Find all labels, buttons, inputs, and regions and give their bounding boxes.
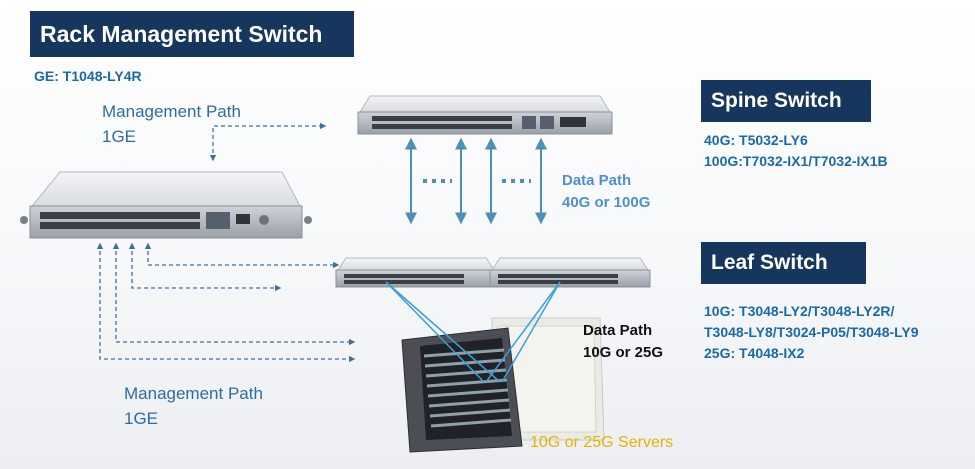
server-rack-front xyxy=(401,327,523,453)
leaf-switch-device-2 xyxy=(489,257,651,288)
spine-switch-model-40g: 40G: T5032-LY6 xyxy=(704,132,808,148)
spine-switch-model-100g: 100G:T7032-IX1/T7032-IX1B xyxy=(704,153,888,169)
spine-leaf-data-arrows xyxy=(405,137,547,225)
management-path-top-label: Management Path xyxy=(102,102,241,121)
data-path-leaf-speed: 10G or 25G xyxy=(583,344,664,361)
servers-label: 10G or 25G Servers xyxy=(530,434,674,451)
spine-switch-title: Spine Switch xyxy=(701,80,871,122)
rack-management-switch-title: Rack Management Switch xyxy=(30,11,354,57)
management-path-bottom-speed: 1GE xyxy=(124,409,159,428)
server-rack-back xyxy=(491,317,605,441)
management-paths xyxy=(96,122,356,363)
data-path-leaf-label: Data Path xyxy=(583,322,653,339)
leaf-switch-model-line-3: 25G: T4048-IX2 xyxy=(704,345,805,361)
data-path-spine-speed: 40G or 100G xyxy=(562,194,651,211)
leaf-switch-title: Leaf Switch xyxy=(701,242,866,284)
leaf-switch-device-1 xyxy=(335,257,497,288)
spine-switch-device xyxy=(357,95,613,135)
management-path-top-speed: 1GE xyxy=(102,127,137,146)
rack-management-switch-device xyxy=(20,171,312,239)
management-path-bottom-label: Management Path xyxy=(124,384,263,403)
leaf-switch-model-line-1: 10G: T3048-LY2/T3048-LY2R/ xyxy=(704,303,895,319)
leaf-switch-model-line-2: T3048-LY8/T3024-P05/T3048-LY9 xyxy=(704,324,919,340)
rack-management-switch-model: GE: T1048-LY4R xyxy=(34,68,142,84)
data-path-spine-label: Data Path xyxy=(562,172,632,189)
leaf-server-links xyxy=(385,281,561,383)
